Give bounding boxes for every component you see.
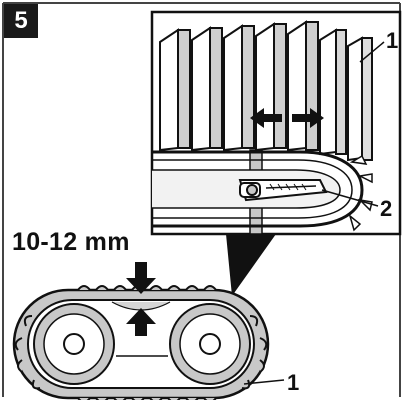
detail-inset — [150, 10, 402, 236]
callout-blades-ref: 1 — [386, 28, 399, 53]
adjust-arrows — [250, 108, 324, 128]
callout-belt-ref: 1 — [287, 370, 300, 395]
deflection-measurement-label: 10-12 mm — [12, 228, 130, 256]
callout-tensioner-ref: 2 — [380, 196, 393, 221]
push-down-arrow — [126, 262, 156, 294]
belt-loop — [152, 150, 364, 228]
push-up-arrow — [126, 308, 156, 336]
left-pulley — [33, 303, 115, 385]
blade-stack — [159, 20, 373, 162]
right-pulley — [169, 303, 251, 385]
zoom-wedge — [226, 234, 276, 296]
step-number-badge: 5 — [4, 4, 38, 38]
belt-assembly — [12, 262, 285, 400]
tensioner-bracket — [238, 179, 328, 202]
